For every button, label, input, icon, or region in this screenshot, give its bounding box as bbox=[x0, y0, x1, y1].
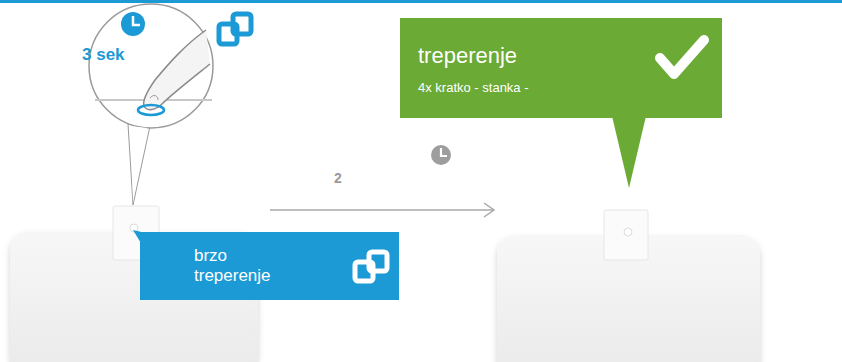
device-right bbox=[497, 210, 760, 362]
duration-label: 2 bbox=[334, 170, 342, 186]
callout-text: 4x kratko - stanka - bbox=[418, 80, 642, 97]
clock-icon bbox=[431, 145, 451, 165]
flow-arrow bbox=[270, 203, 494, 217]
callout-text: treperenje bbox=[418, 43, 642, 69]
link-icon bbox=[219, 14, 251, 44]
header-bar bbox=[0, 0, 842, 3]
callout-text: brzo treperenje bbox=[194, 246, 294, 285]
magnifier bbox=[89, 4, 213, 205]
callout-pointer bbox=[612, 116, 646, 188]
callout-box: brzo treperenje bbox=[140, 232, 399, 300]
callout-box: treperenje 4x kratko - stanka - bbox=[400, 18, 722, 118]
duration-label: 3 sek bbox=[82, 45, 125, 65]
